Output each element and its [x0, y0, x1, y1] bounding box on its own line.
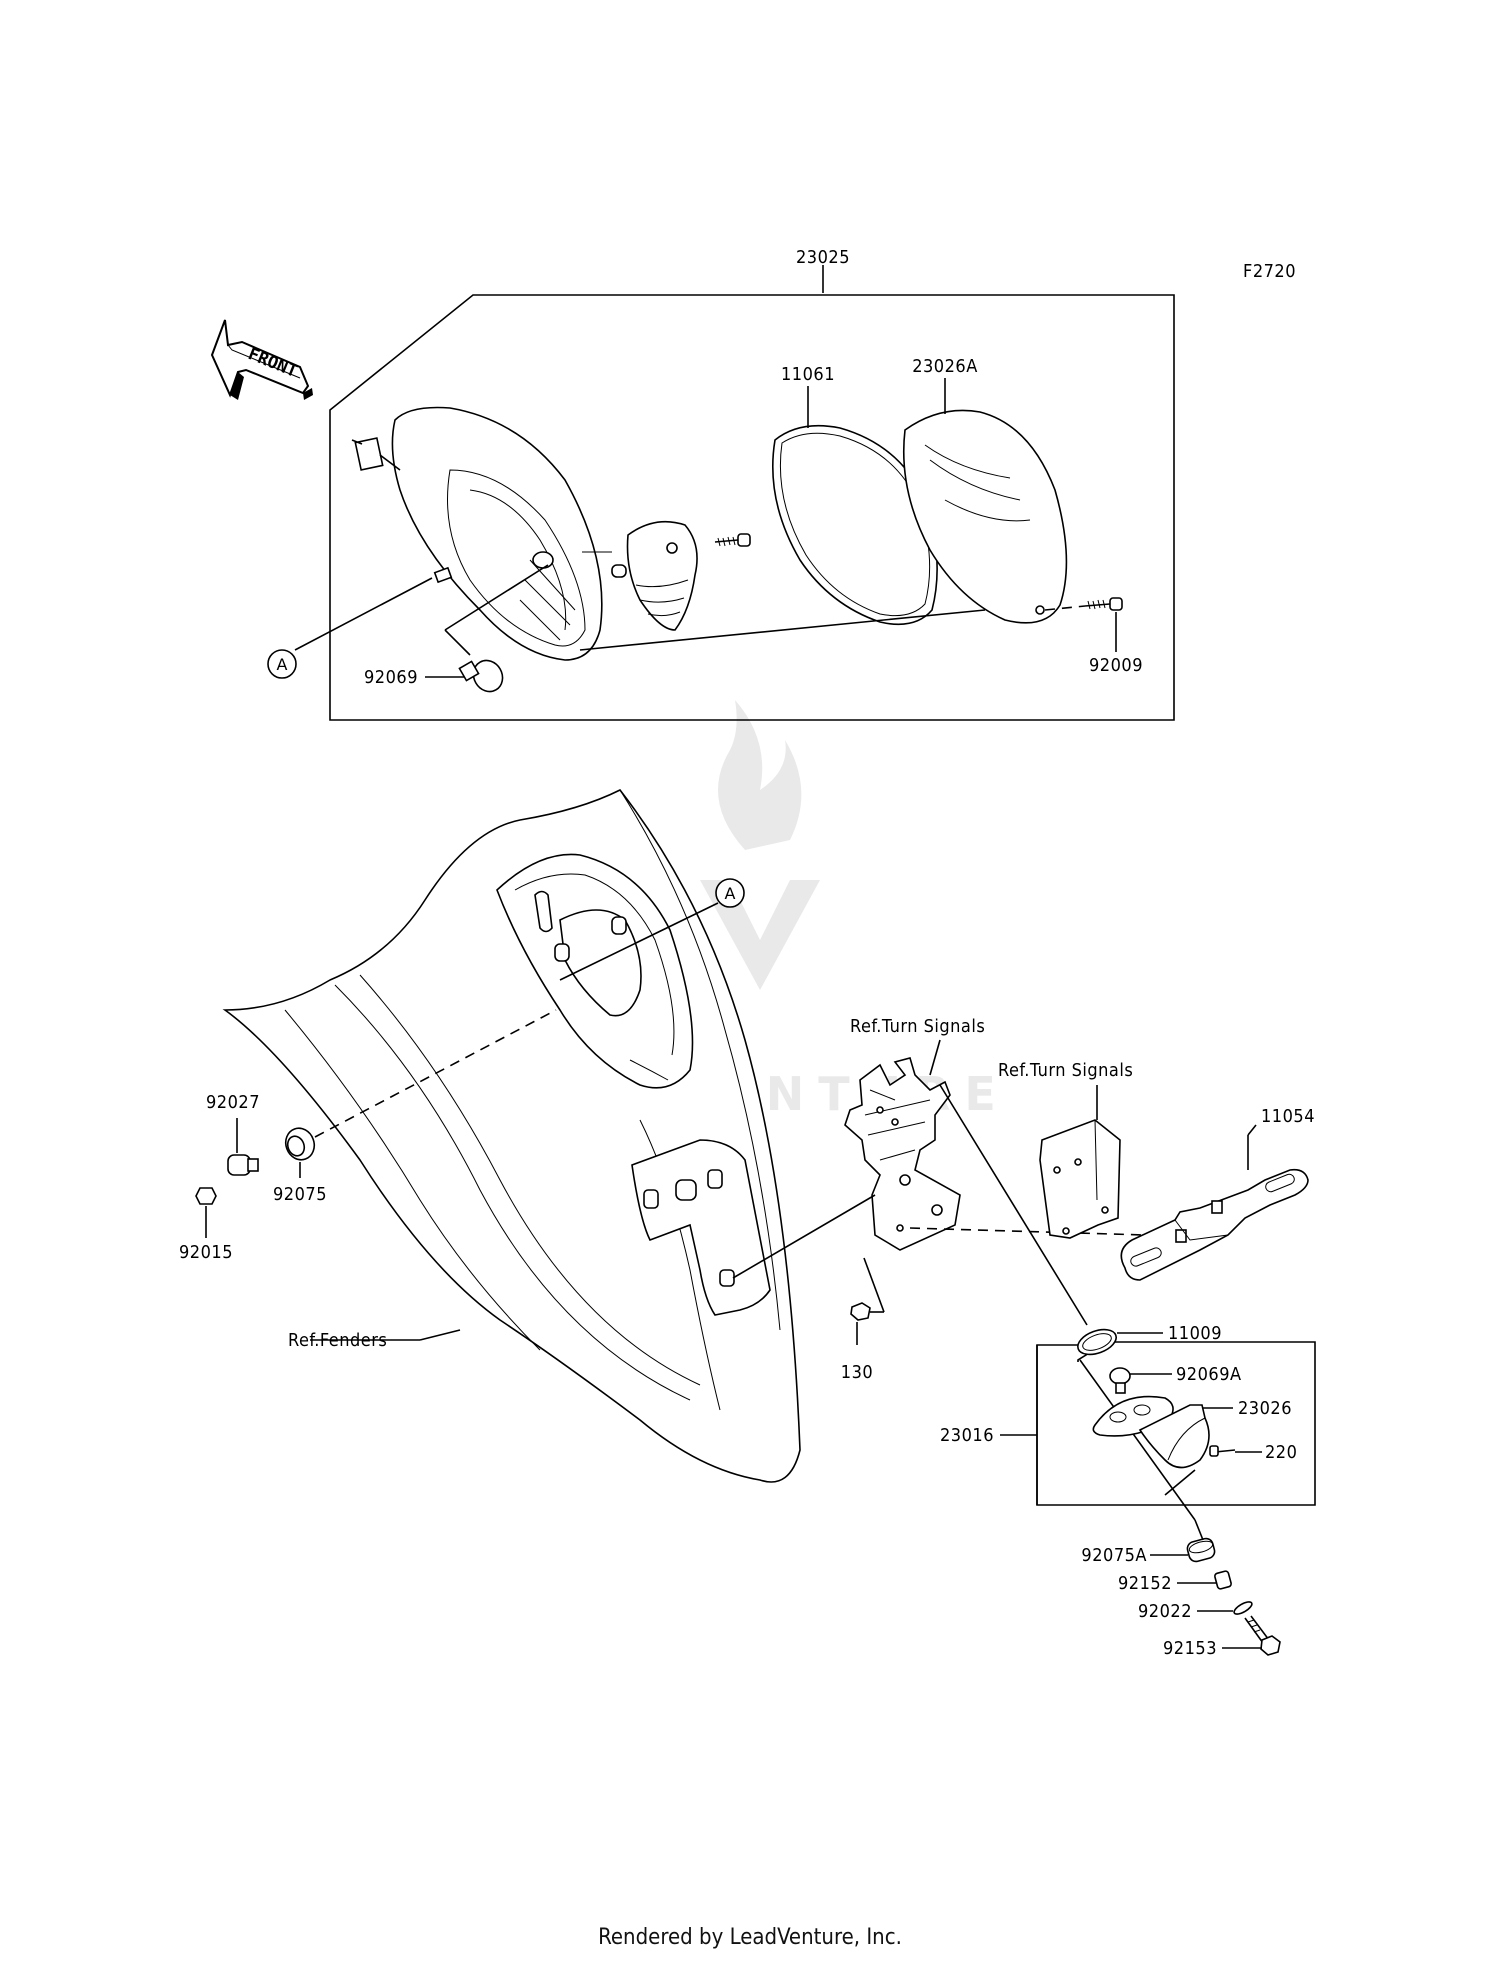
- figure-code: F2720: [1243, 261, 1296, 282]
- gasket: 11061: [772, 364, 938, 626]
- part-label-23016: 23016: [940, 1425, 994, 1446]
- part-label-92075: 92075: [273, 1184, 327, 1205]
- grommet-icon: 92075: [273, 1127, 327, 1205]
- part-label-92027: 92027: [206, 1092, 260, 1113]
- callout-a-fender: A: [559, 878, 745, 981]
- ref-turn-signals-label-1: Ref.Turn Signals: [850, 1016, 985, 1037]
- collar-icon: 92152: [1118, 1570, 1232, 1594]
- part-label-11009: 11009: [1168, 1323, 1222, 1344]
- part-label-11054: 11054: [1261, 1106, 1315, 1127]
- callout-a-top: A: [267, 577, 433, 679]
- rear-fender: Ref.Fenders: [222, 788, 801, 1483]
- axis-line: [1079, 1359, 1196, 1521]
- o-ring-icon: 11009: [1077, 1323, 1222, 1356]
- ref-turn-signals-label-2: Ref.Turn Signals: [998, 1060, 1133, 1081]
- taillight-housing: [351, 406, 603, 661]
- leader-line: [1164, 1469, 1196, 1496]
- front-arrow-icon: FRONT: [210, 319, 313, 400]
- part-label-23026A: 23026A: [912, 356, 978, 377]
- ref-fenders-label: Ref.Fenders: [288, 1330, 387, 1351]
- screw-icon: [714, 533, 751, 547]
- part-label-92069: 92069: [364, 667, 418, 688]
- leader-line: [732, 1194, 876, 1279]
- part-label-23026: 23026: [1238, 1398, 1292, 1419]
- bulb-icon: 92069A: [1109, 1364, 1242, 1394]
- washer-icon: 92022: [1138, 1601, 1253, 1622]
- part-label-92152: 92152: [1118, 1573, 1172, 1594]
- taillight-assembly-box: 23025: [329, 247, 1175, 721]
- leader-line: [444, 564, 549, 631]
- part-label-92075A: 92075A: [1081, 1545, 1147, 1566]
- nut-icon: 92027: [206, 1092, 260, 1176]
- alignment-line: [314, 1009, 557, 1138]
- bulb-icon: 92069: [364, 629, 504, 693]
- lens: 23026A: [902, 356, 1068, 624]
- part-label-92153: 92153: [1163, 1638, 1217, 1659]
- part-label-92015: 92015: [179, 1242, 233, 1263]
- footer-credit: Rendered by LeadVenture, Inc.: [598, 1925, 902, 1950]
- license-lamp: 23026: [1092, 1395, 1292, 1469]
- screw-icon: 92009: [1044, 597, 1143, 676]
- reflector: [611, 520, 698, 631]
- bolt-icon: 130: [841, 1257, 885, 1383]
- axis-line: [939, 1084, 1088, 1326]
- part-label-92069A: 92069A: [1176, 1364, 1242, 1385]
- callout-a-label: A: [725, 884, 736, 903]
- axis-line: [1194, 1519, 1204, 1541]
- part-label-130: 130: [841, 1362, 873, 1383]
- grommet-icon: 92075A: [1081, 1537, 1216, 1566]
- turn-signal-plate: Ref.Turn Signals: [998, 1060, 1133, 1239]
- turn-signal-stay: 11054: [1120, 1106, 1315, 1281]
- part-label-11061: 11061: [781, 364, 835, 385]
- part-label-92009: 92009: [1089, 655, 1143, 676]
- part-label-220: 220: [1265, 1442, 1297, 1463]
- callout-a-label: A: [277, 655, 288, 674]
- alignment-line: [909, 1227, 1179, 1237]
- part-label-23025: 23025: [796, 247, 850, 268]
- license-lamp-box: 23016: [940, 1341, 1316, 1506]
- nut-icon: 92015: [179, 1187, 233, 1263]
- screw-icon: 220: [1209, 1442, 1297, 1463]
- leader-line: [579, 609, 986, 651]
- bolt-icon: 92153: [1163, 1615, 1281, 1659]
- part-label-92022: 92022: [1138, 1601, 1192, 1622]
- license-bracket: Ref.Turn Signals: [844, 1016, 985, 1251]
